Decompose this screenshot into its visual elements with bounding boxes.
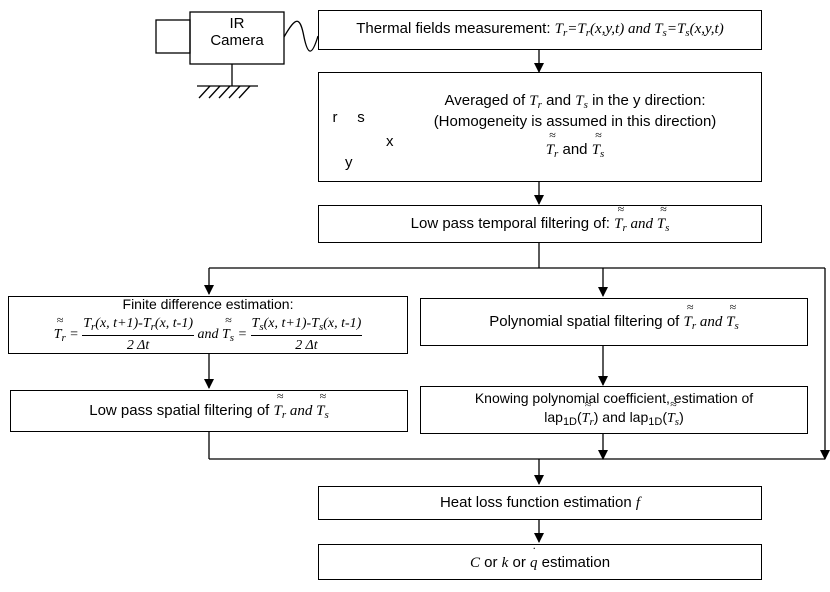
final-estimation-box: C or k or ·q estimation	[318, 542, 762, 580]
measurement-box: Thermal fields measurement: Tr=Tr(x,y,t)…	[318, 10, 762, 50]
axis-x-label: x	[386, 133, 394, 150]
camera-label: IR Camera	[210, 15, 264, 49]
finite-difference-box: Finite difference estimation: ≈Tr = Tr(x…	[8, 296, 408, 354]
polynomial-filter-box: Polynomial spatial filtering of ≈Tr and …	[420, 298, 808, 346]
strip-r-label: r	[332, 109, 338, 126]
camera-lens	[155, 19, 191, 54]
average-box: Averaged of Tr and Ts in the y direction…	[318, 72, 762, 182]
camera-cable	[283, 20, 319, 52]
temporal-filter-box: Low pass temporal filtering of: ≈Tr and …	[318, 203, 762, 243]
coefficient-box: Knowing polynomial coefficient, estimati…	[420, 386, 808, 434]
strip-s-label: s	[357, 109, 365, 126]
axis-y-label: y	[345, 154, 353, 171]
heat-loss-box: Heat loss function estimation f	[318, 486, 762, 520]
spatial-filter-box: Low pass spatial filtering of ≈Tr and ≈T…	[10, 390, 408, 432]
